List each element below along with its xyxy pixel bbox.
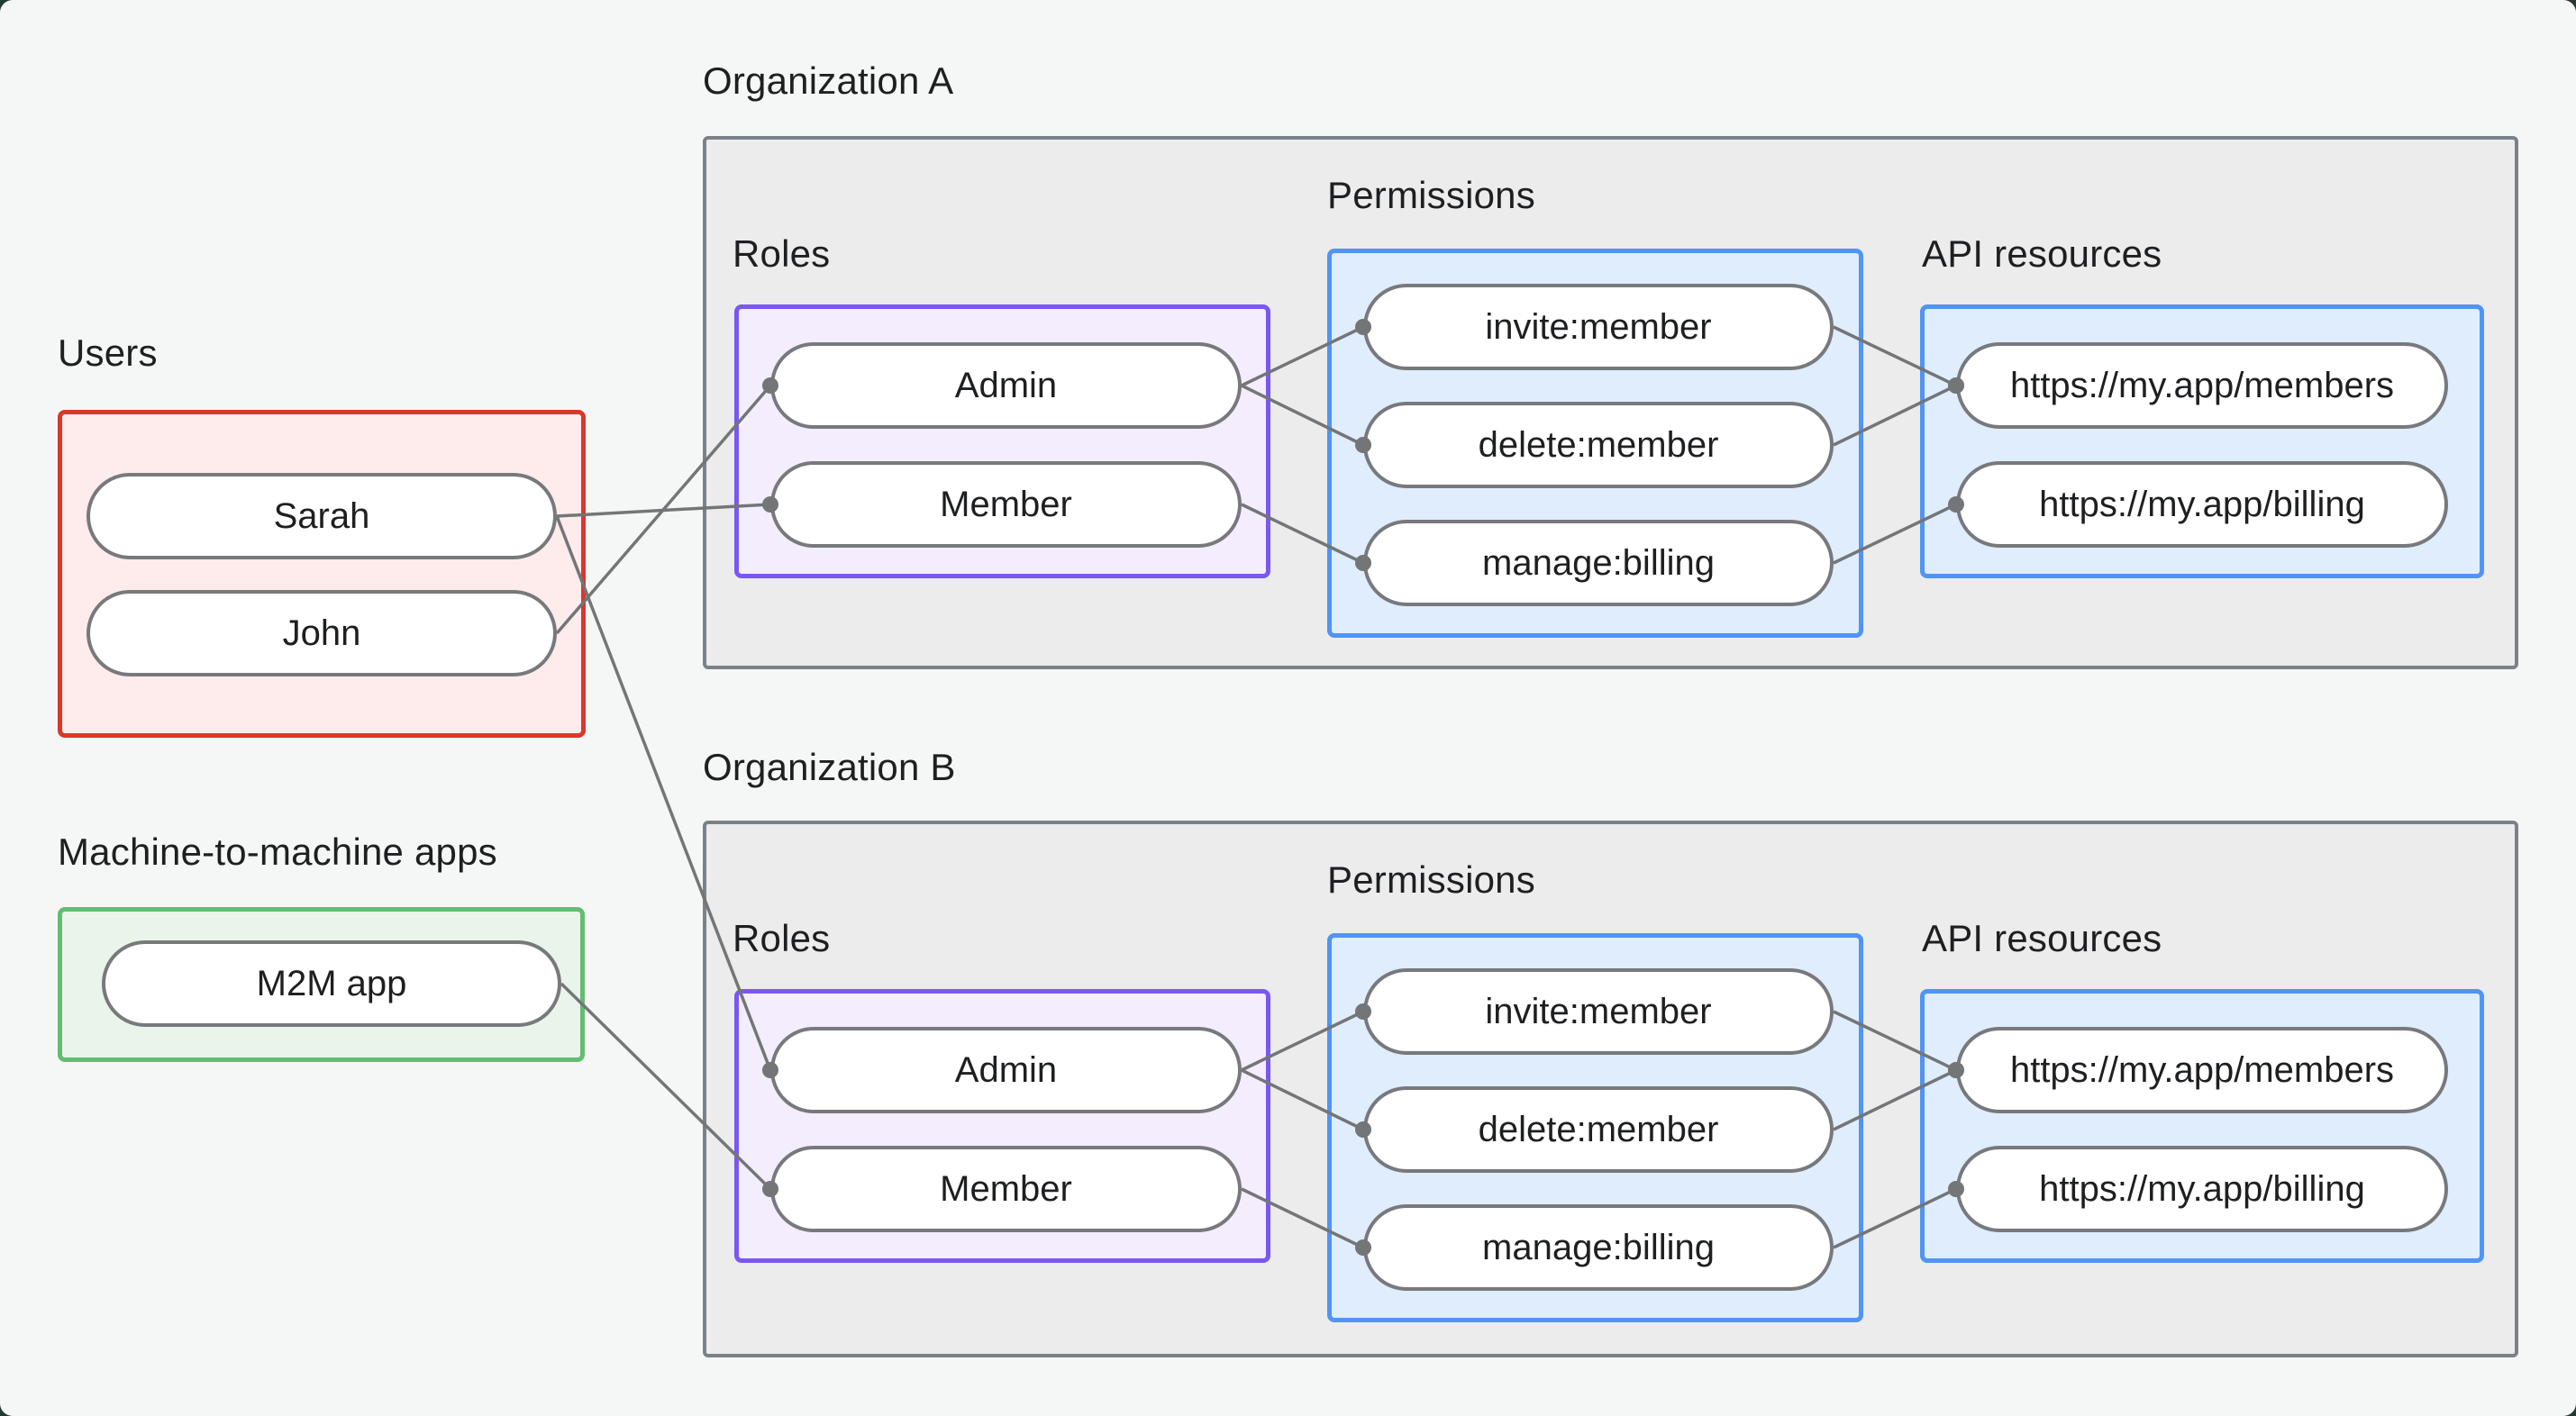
org-b-api-resources-label: API resources xyxy=(1922,917,2162,959)
user-node-john: John xyxy=(86,590,557,676)
org-a-title: Organization A xyxy=(703,59,954,102)
users-group-label: Users xyxy=(58,331,158,374)
org-b-api-members: https://my.app/members xyxy=(1956,1027,2448,1113)
m2m-group-label: Machine-to-machine apps xyxy=(58,831,497,873)
org-a-api-members: https://my.app/members xyxy=(1956,342,2448,429)
org-b-role-member: Member xyxy=(770,1146,1242,1232)
org-a-role-member: Member xyxy=(770,461,1242,548)
user-node-sarah: Sarah xyxy=(86,473,557,559)
org-b-permission-manage-billing: manage:billing xyxy=(1363,1204,1834,1291)
org-a-role-admin: Admin xyxy=(770,342,1242,429)
org-a-permission-delete-member: delete:member xyxy=(1363,402,1834,488)
org-b-permission-delete-member: delete:member xyxy=(1363,1086,1834,1173)
users-group-box xyxy=(58,410,586,738)
org-b-api-billing: https://my.app/billing xyxy=(1956,1146,2448,1232)
org-b-roles-label: Roles xyxy=(733,917,831,959)
org-a-permissions-label: Permissions xyxy=(1327,174,1535,216)
org-a-api-billing: https://my.app/billing xyxy=(1956,461,2448,548)
org-b-role-admin: Admin xyxy=(770,1027,1242,1113)
org-a-api-resources-label: API resources xyxy=(1922,232,2162,275)
org-b-title: Organization B xyxy=(703,746,956,788)
m2m-app-node: M2M app xyxy=(102,940,561,1027)
org-a-permission-manage-billing: manage:billing xyxy=(1363,520,1834,606)
org-a-roles-label: Roles xyxy=(733,232,831,275)
org-a-permission-invite-member: invite:member xyxy=(1363,284,1834,370)
org-b-permission-invite-member: invite:member xyxy=(1363,968,1834,1055)
org-b-permissions-label: Permissions xyxy=(1327,858,1535,901)
